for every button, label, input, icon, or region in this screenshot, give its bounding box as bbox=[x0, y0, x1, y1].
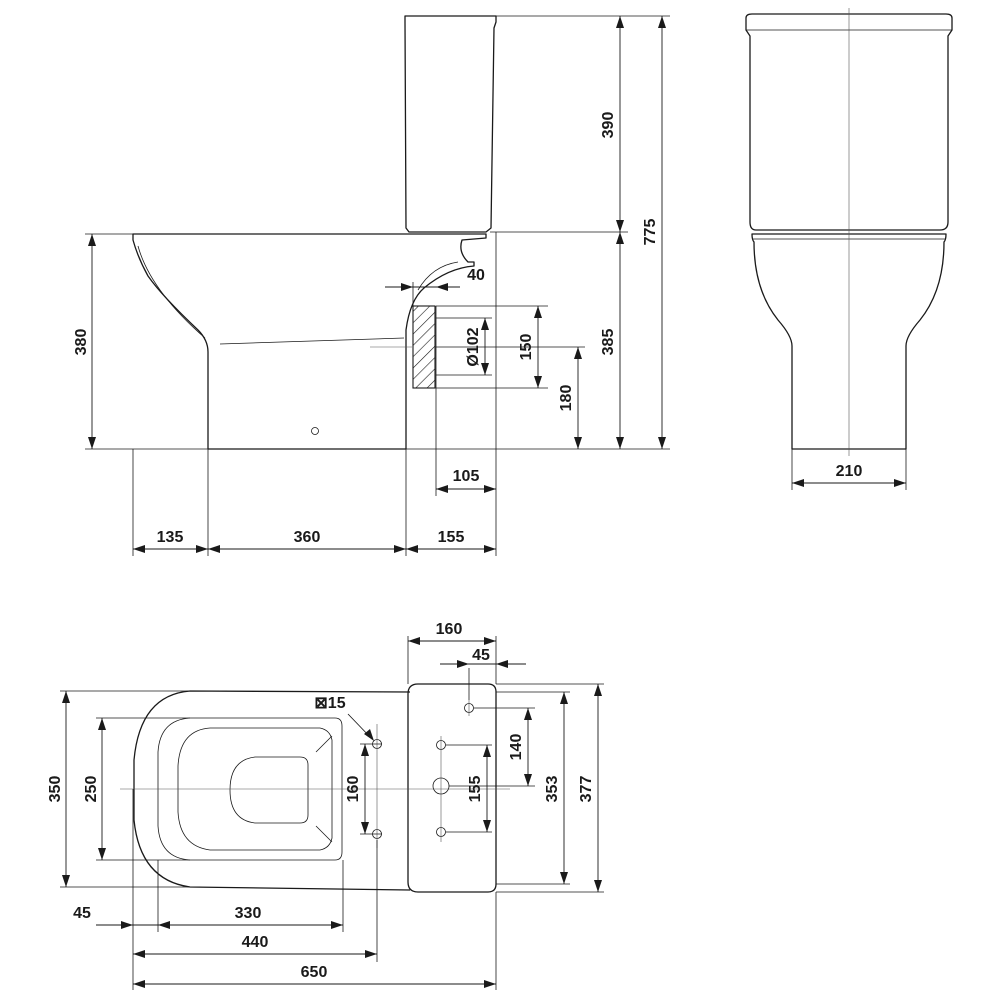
cistern-top bbox=[407, 683, 497, 893]
dim-seat-height: 380 bbox=[73, 329, 90, 356]
bowl-rim-curve bbox=[137, 245, 206, 339]
dim-total-height: 775 bbox=[642, 219, 659, 246]
dim-outlet-center-height: 180 bbox=[558, 385, 575, 412]
cistern-side bbox=[404, 15, 497, 233]
dim-tank-height: 390 bbox=[600, 112, 617, 139]
dim-base-length: 360 bbox=[294, 529, 321, 546]
seat-outline-top bbox=[133, 690, 411, 891]
dim-outlet-depth: 40 bbox=[467, 267, 485, 284]
dim-tank-width-outer: 377 bbox=[578, 776, 595, 803]
outlet-section bbox=[412, 305, 436, 389]
dim-total-length: 650 bbox=[301, 964, 328, 981]
trap-inner bbox=[417, 261, 459, 291]
front-view: 210 bbox=[745, 8, 953, 490]
dim-front-overhang: 135 bbox=[157, 529, 184, 546]
top-view: ⊠15 160 45 350 250 160 bbox=[47, 621, 604, 990]
cistern-front bbox=[745, 13, 953, 231]
dim-base-width: 210 bbox=[836, 463, 863, 480]
dim-seat-hole-spacing: 160 bbox=[345, 776, 362, 803]
dim-front-offset: 45 bbox=[73, 905, 91, 922]
dim-seat-hole-square: ⊠15 bbox=[314, 695, 345, 712]
bowl-side bbox=[132, 233, 487, 450]
seat-inner-top bbox=[157, 717, 343, 861]
bowl-waterline bbox=[219, 337, 405, 345]
side-view: 390 775 385 380 150 180 Ø102 bbox=[73, 15, 670, 556]
water-area-top bbox=[229, 756, 309, 824]
dim-tank-depth: 160 bbox=[436, 621, 463, 638]
dim-hinge-distance: 440 bbox=[242, 934, 269, 951]
dim-outlet-diameter: Ø102 bbox=[465, 327, 482, 366]
dim-tank-width-inner: 353 bbox=[544, 776, 561, 803]
dim-total-width: 350 bbox=[47, 776, 64, 803]
dim-rear-offset: 155 bbox=[438, 529, 465, 546]
bowl-opening-top bbox=[177, 727, 333, 851]
dim-seat-length: 330 bbox=[235, 905, 262, 922]
dim-outlet-wall-distance: 105 bbox=[453, 468, 480, 485]
dim-outlet-top-height: 385 bbox=[600, 329, 617, 356]
dim-tank-hole-spacing-b: 155 bbox=[467, 776, 484, 803]
dim-seat-width: 250 bbox=[83, 776, 100, 803]
dim-outlet-zone: 150 bbox=[518, 334, 535, 361]
fixing-hole bbox=[311, 427, 319, 435]
dim-tank-hole-spacing-a: 140 bbox=[508, 734, 525, 761]
dim-tank-hole-offset: 45 bbox=[472, 647, 490, 664]
